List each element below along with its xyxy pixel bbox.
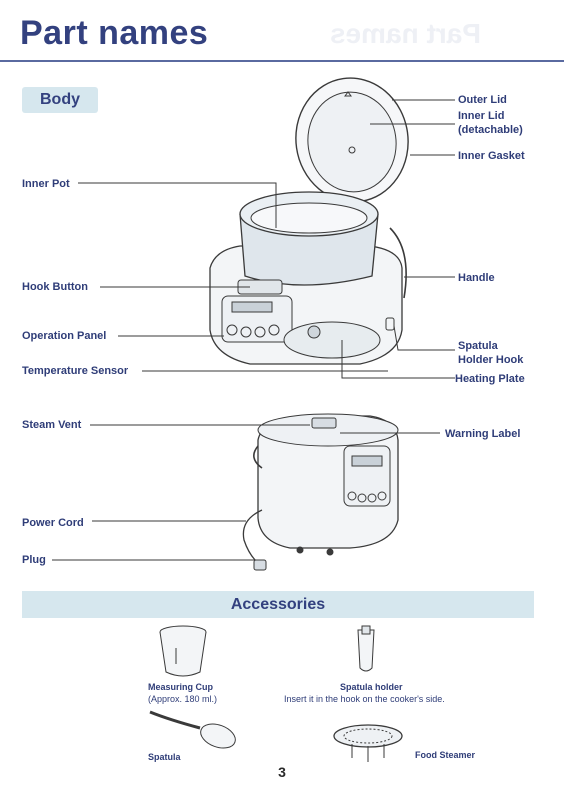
label-inner-lid-note: (detachable) [458,124,523,136]
label-warning-label: Warning Label [445,428,521,440]
food-steamer-icon [333,724,403,762]
label-spatula-holder-hook-line1: Spatula [458,340,498,352]
section-accessories-heading: Accessories [230,596,326,613]
label-inner-lid: Inner Lid [458,110,505,122]
label-handle: Handle [458,272,495,284]
spatula-icon [149,710,236,749]
label-temperature-sensor: Temperature Sensor [22,365,129,377]
accessories-band [22,591,534,618]
caption-measuring-cup: Measuring Cup [148,682,214,692]
caption-spatula-holder: Spatula holder [340,682,403,692]
caption-spatula: Spatula [148,752,181,762]
header-rule [0,60,564,62]
caption-food-steamer: Food Steamer [415,750,476,760]
measuring-cup-icon [159,625,207,677]
label-steam-vent: Steam Vent [22,419,82,431]
spatula-holder-icon [357,625,375,672]
caption-spatula-holder-note: Insert it in the hook on the cooker's si… [284,694,445,704]
caption-measuring-cup-note: (Approx. 180 ml.) [148,694,218,704]
label-hook-button: Hook Button [22,281,88,293]
label-inner-pot: Inner Pot [22,178,70,190]
page-title: Part names [20,14,209,52]
label-operation-panel: Operation Panel [22,330,107,342]
label-outer-lid: Outer Lid [458,94,507,106]
inner-lid-drawing [307,91,397,193]
label-inner-gasket: Inner Gasket [458,150,525,162]
label-heating-plate: Heating Plate [455,373,525,385]
label-power-cord: Power Cord [22,517,84,529]
page-number: 3 [278,764,286,780]
label-plug: Plug [22,554,46,566]
label-spatula-holder-hook-line2: Holder Hook [458,354,524,366]
section-body-heading: Body [22,87,98,113]
